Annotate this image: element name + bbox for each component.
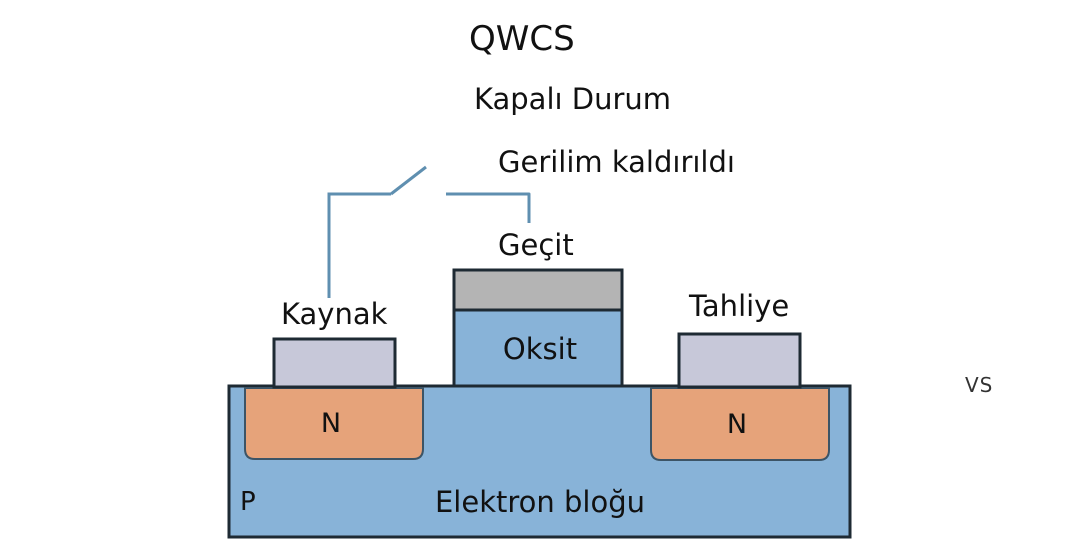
state-label: Kapalı Durum [474,82,672,116]
substrate-label: Elektron bloğu [435,485,645,519]
n-right-label: N [727,409,747,440]
source-wire [327,192,391,298]
p-type-label: P [240,487,256,517]
vs-label: VS [965,373,994,397]
n-region-left [244,387,424,460]
oxide-label: Oksit [503,332,577,366]
oxide-layer [452,308,624,388]
diagram-title: QWCS [469,19,575,59]
gate-label: Geçit [498,228,574,262]
drain-contact [677,332,802,389]
gate-electrode [452,268,624,312]
n-region-right [650,387,830,461]
n-left-label: N [321,408,341,439]
source-label: Kaynak [281,297,388,331]
open-switch-blade [390,165,427,196]
gate-wire [446,192,531,223]
source-contact [272,337,397,389]
voltage-label: Gerilim kaldırıldı [498,145,735,179]
drain-label: Tahliye [689,289,790,323]
